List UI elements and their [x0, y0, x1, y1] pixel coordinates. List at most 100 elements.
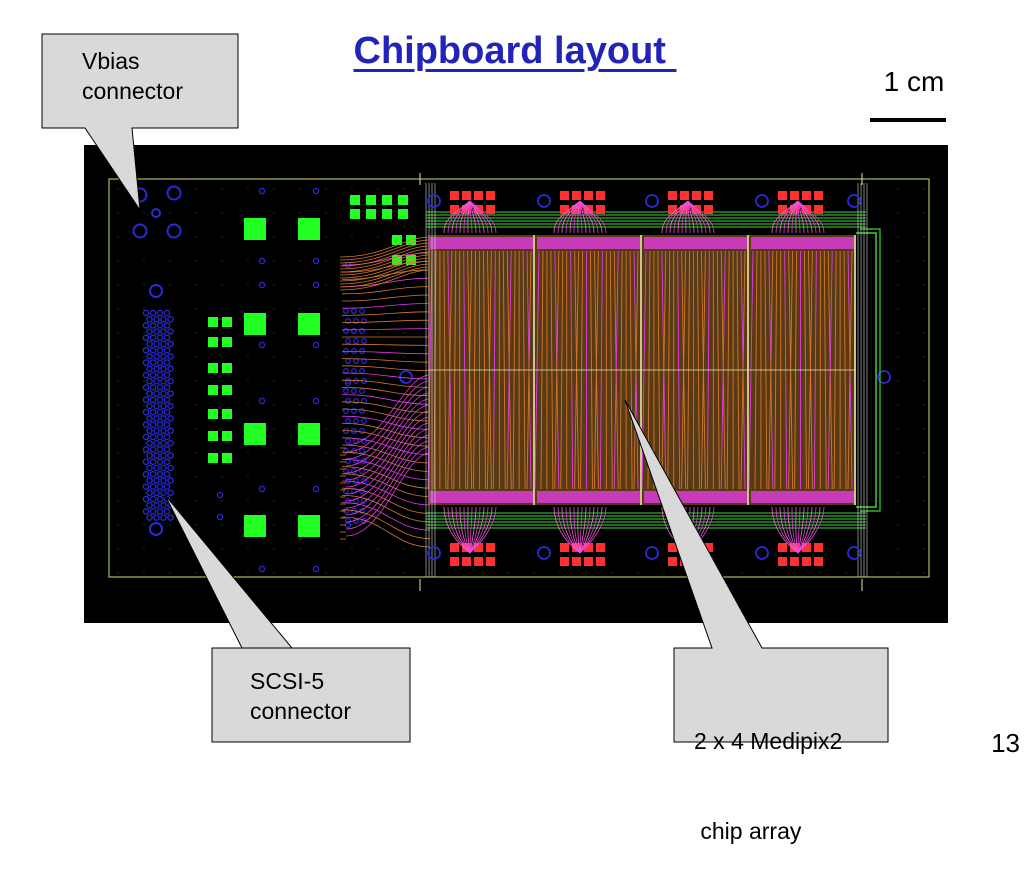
- via: [345, 398, 352, 405]
- via: [351, 348, 358, 355]
- scsi-pin: [142, 433, 150, 441]
- red-pad: [596, 543, 605, 552]
- pad: [244, 218, 266, 240]
- via: [351, 328, 358, 335]
- red-pad: [790, 191, 799, 200]
- scsi-pin: [156, 408, 164, 416]
- red-pad: [680, 191, 689, 200]
- pad: [350, 195, 360, 205]
- scsi-pin: [167, 452, 174, 459]
- via: [427, 194, 441, 208]
- scsi-pin: [160, 464, 167, 472]
- pad: [298, 313, 320, 335]
- scsi-pin: [146, 464, 153, 472]
- scsi-pin: [146, 353, 153, 360]
- scsi-pin: [167, 402, 174, 410]
- via: [312, 341, 320, 349]
- scsi-pin: [167, 464, 174, 472]
- scsi-pin: [156, 433, 164, 441]
- pad: [208, 337, 218, 347]
- scsi-pin: [146, 315, 153, 323]
- via: [258, 341, 266, 349]
- scsi-pin: [156, 470, 164, 478]
- red-pad: [450, 191, 459, 200]
- scsi-pin: [142, 446, 150, 453]
- scsi-pin: [160, 328, 167, 335]
- via: [351, 308, 358, 315]
- scsi-pin: [149, 408, 157, 416]
- red-pad: [462, 557, 471, 566]
- scsi-pin: [160, 477, 167, 484]
- scsi-pin: [153, 377, 160, 385]
- scsi-pin: [149, 446, 157, 453]
- red-pad: [692, 557, 701, 566]
- scsi-pin: [163, 371, 171, 379]
- pad: [208, 431, 218, 441]
- scsi-pin: [156, 371, 164, 379]
- scsi-pin: [142, 322, 150, 329]
- scsi-pin: [142, 371, 150, 379]
- chip-bond-row: [537, 237, 640, 249]
- red-pad: [572, 557, 581, 566]
- scsi-pin: [160, 377, 167, 385]
- via: [343, 388, 350, 395]
- red-pad: [790, 557, 799, 566]
- scsi-pin: [156, 359, 164, 366]
- vbias-callout-line2: connector: [82, 78, 184, 104]
- red-pad: [596, 191, 605, 200]
- scsi-pin: [142, 458, 150, 466]
- scsi-pin: [163, 483, 171, 490]
- red-pad: [560, 543, 569, 552]
- pad: [208, 385, 218, 395]
- via: [847, 194, 861, 208]
- red-pad: [474, 191, 483, 200]
- via: [343, 348, 350, 355]
- scsi-callout-line1: SCSI-5: [250, 668, 325, 694]
- via: [345, 338, 352, 345]
- via: [359, 448, 366, 455]
- scsi-pin: [156, 446, 164, 453]
- scsi-pin: [163, 322, 171, 329]
- red-pad: [668, 191, 677, 200]
- pad: [208, 409, 218, 419]
- scsi-pin: [156, 458, 164, 466]
- scsi-pin: [167, 315, 174, 323]
- scsi-pin: [153, 365, 160, 373]
- pad: [222, 409, 232, 419]
- scsi-pin: [163, 433, 171, 441]
- via: [361, 418, 368, 425]
- chip-array-callout-line1: 2 x 4 Medipix2: [694, 728, 843, 754]
- scsi-pin: [149, 334, 157, 342]
- scsi-pin: [146, 439, 153, 447]
- scsi-pin: [156, 346, 164, 354]
- pad: [350, 209, 360, 219]
- pad: [398, 209, 408, 219]
- scsi-pin: [149, 495, 157, 503]
- via: [755, 194, 769, 208]
- scsi-pin: [142, 495, 150, 503]
- red-pad: [474, 543, 483, 552]
- red-pad: [692, 191, 701, 200]
- pad: [208, 317, 218, 327]
- scsi-pin: [156, 334, 164, 342]
- chip-bond-row: [537, 491, 640, 503]
- red-pad: [462, 191, 471, 200]
- via: [361, 338, 368, 345]
- red-pad: [814, 557, 823, 566]
- red-pad: [778, 543, 787, 552]
- via: [343, 448, 350, 455]
- pad: [208, 363, 218, 373]
- red-pad: [704, 557, 713, 566]
- chip-bond-row: [644, 237, 747, 249]
- scsi-pin: [153, 390, 160, 397]
- scsi-pin: [163, 334, 171, 342]
- scsi-pin: [153, 402, 160, 410]
- scsi-pin: [167, 365, 174, 373]
- red-pad: [560, 191, 569, 200]
- chip-array-callout-text: 2 x 4 Medipix2 chip array: [694, 666, 842, 876]
- red-pad: [486, 557, 495, 566]
- scsi-pin: [142, 408, 150, 416]
- pad: [382, 209, 392, 219]
- scsi-pin: [146, 452, 153, 459]
- via: [645, 194, 659, 208]
